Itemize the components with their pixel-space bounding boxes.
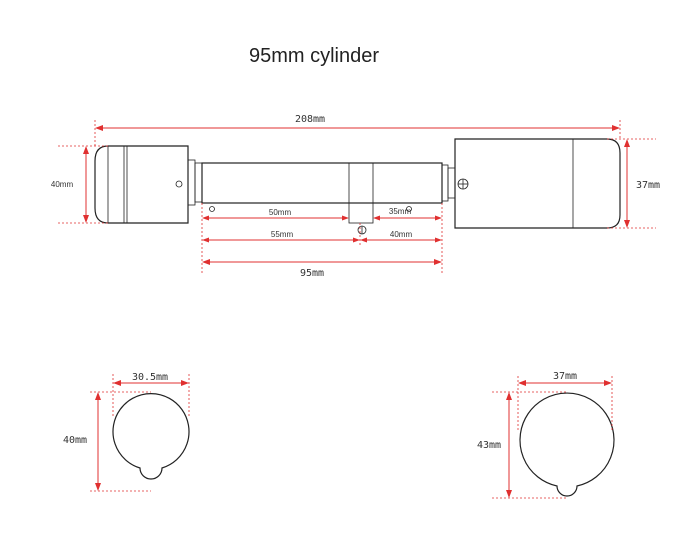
dimension-row-upper: 50mm 35mm	[202, 207, 442, 221]
dimension-body-length: 95mm	[202, 259, 442, 279]
page-title: 95mm cylinder	[249, 45, 379, 67]
right-knob-height-label: 37mm	[636, 180, 660, 191]
cylinder-body	[201, 162, 456, 235]
dimension-overall-length: 208mm	[94, 114, 621, 146]
left-knob-height-label: 40mm	[51, 180, 74, 189]
body-length-label: 95mm	[300, 268, 324, 279]
left-knob	[94, 145, 203, 224]
dimension-right-knob-height: 37mm	[607, 138, 660, 229]
left-profile-width-label: 30.5mm	[132, 372, 168, 383]
right-profile-view: 37mm 43mm	[477, 371, 615, 499]
segment-35-label: 35mm	[389, 207, 412, 216]
dimension-left-knob-height: 40mm	[51, 145, 108, 224]
left-profile-height-label: 40mm	[63, 435, 87, 446]
right-knob	[454, 138, 621, 229]
right-profile-width-label: 37mm	[553, 371, 577, 382]
side-view: 208mm 40mm 37mm 50mm	[51, 114, 660, 279]
segment-50-label: 50mm	[269, 208, 292, 217]
overall-length-label: 208mm	[295, 114, 325, 125]
dimension-row-lower: 55mm 40mm	[201, 203, 443, 275]
segment-55-label: 55mm	[271, 230, 294, 239]
body-hole-left-icon	[209, 206, 215, 212]
screw-hole-icon	[175, 180, 183, 188]
right-profile-height-label: 43mm	[477, 440, 501, 451]
left-profile-view: 30.5mm 40mm	[63, 372, 190, 492]
segment-40-label: 40mm	[390, 230, 413, 239]
body-hole-right-icon	[406, 206, 412, 212]
